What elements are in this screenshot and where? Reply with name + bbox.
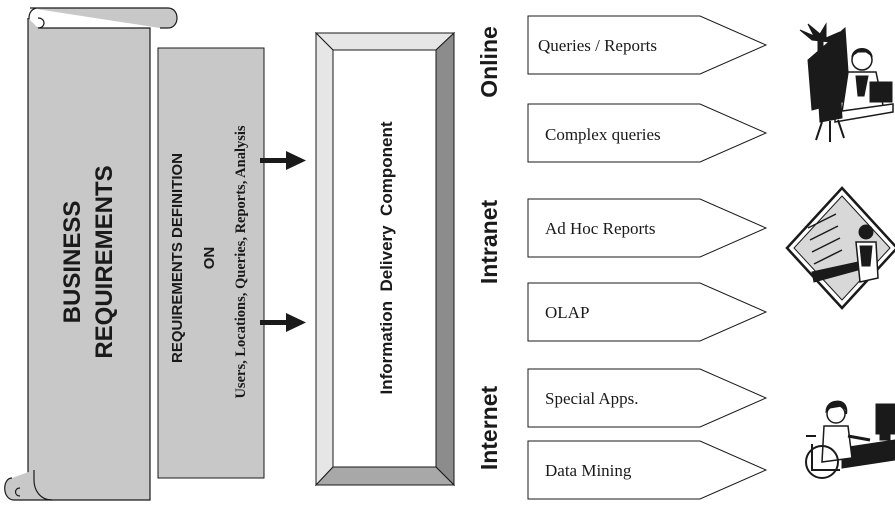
item-data-mining-label: Data Mining bbox=[545, 461, 632, 480]
item-ad-hoc-reports-label: Ad Hoc Reports bbox=[545, 219, 655, 238]
requirements-definition-panel: REQUIREMENTS DEFINITION ON Users, Locati… bbox=[157, 47, 265, 479]
scroll-title-line2: REQUIREMENTS bbox=[91, 165, 118, 358]
item-olap-label: OLAP bbox=[545, 303, 589, 322]
group-label-online: Online bbox=[476, 26, 502, 98]
item-ad-hoc-reports: Ad Hoc Reports bbox=[527, 198, 768, 258]
item-special-apps: Special Apps. bbox=[527, 368, 768, 428]
scroll-title-line1: BUSINESS bbox=[59, 201, 86, 324]
item-queries-reports: Queries / Reports bbox=[527, 15, 768, 75]
item-special-apps-label: Special Apps. bbox=[545, 389, 639, 408]
item-data-mining: Data Mining bbox=[527, 440, 768, 500]
item-olap: OLAP bbox=[527, 282, 768, 342]
person-at-desk-icon bbox=[799, 22, 894, 142]
wheelchair-user-at-computer-icon bbox=[805, 400, 895, 479]
component-label: Information Delivery Component bbox=[377, 121, 396, 394]
worker-at-computer-icon bbox=[785, 186, 895, 310]
arrow-lower bbox=[260, 313, 306, 332]
group-label-intranet: Intranet bbox=[476, 199, 502, 284]
item-complex-queries: Complex queries bbox=[527, 103, 768, 163]
business-requirements-scroll: BUSINESS REQUIREMENTS bbox=[4, 7, 178, 501]
item-complex-queries-label: Complex queries bbox=[545, 125, 661, 144]
group-label-internet: Internet bbox=[476, 385, 502, 470]
requirements-definition-line2: ON bbox=[201, 247, 218, 270]
information-delivery-component: Information Delivery Component bbox=[314, 31, 456, 487]
arrow-upper bbox=[260, 151, 306, 170]
requirements-definition-line1: REQUIREMENTS DEFINITION bbox=[169, 153, 186, 363]
item-queries-reports-label: Queries / Reports bbox=[538, 36, 657, 55]
requirements-definition-line3: Users, Locations, Queries, Reports, Anal… bbox=[233, 125, 249, 398]
